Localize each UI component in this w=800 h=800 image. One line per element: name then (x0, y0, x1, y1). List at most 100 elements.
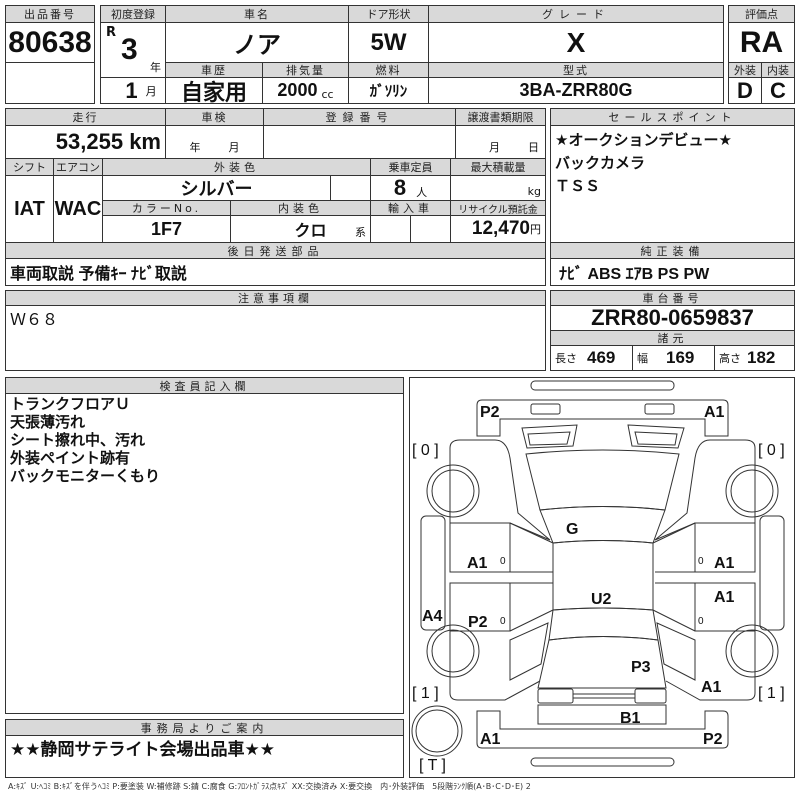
sales-point: バックカメラ (555, 154, 646, 172)
reg-no-label: 登録番号 (263, 108, 456, 126)
lot-label: 出品番号 (5, 5, 95, 23)
trunk (537, 636, 667, 689)
ext-score: D (728, 77, 762, 104)
history-label: 車歴 (165, 62, 263, 78)
notes-label: 注意事項欄 (5, 290, 546, 306)
hood (525, 449, 680, 511)
int-color-unit: 系 (355, 226, 366, 239)
sales-points-label: セールスポイント (550, 108, 795, 126)
door-mark: 0 (500, 556, 506, 567)
damage-right-front-door: A1 (714, 555, 735, 572)
era: R (106, 25, 117, 40)
max-load-label: 最大積載量 (450, 158, 546, 176)
front-bar (530, 380, 675, 391)
legend: A:ｷｽﾞ U:ﾍｺﾐ B:ｷｽﾞを伴うﾍｺﾐ P:要塗装 W:補修跡 S:錆 … (8, 782, 531, 791)
left-headlight (521, 424, 578, 449)
import-blank-2 (410, 215, 451, 243)
recycle-fee: 12,470 (471, 218, 530, 239)
mileage-label: 走行 (5, 108, 166, 126)
max-load-unit: kg (450, 175, 546, 201)
damage-rear-panel: B1 (620, 710, 641, 727)
office-message: ★★静岡サテライト会場出品車★★ (5, 735, 404, 778)
width-label: 幅 (637, 352, 648, 365)
length: 469 (587, 348, 616, 367)
office-label: 事務局よりご案内 (5, 719, 404, 736)
chassis-number: ZRR80-0659837 (550, 305, 795, 331)
reg-no-value (263, 125, 456, 159)
rear-panel (537, 704, 667, 725)
grade-label: グレード (428, 5, 724, 23)
transfer-value: 月日 (455, 125, 546, 159)
ac: WAC (53, 175, 103, 243)
sales-points: ★オークションデビュー★ バックカメラ ＴＳＳ (550, 125, 795, 243)
score-label: 評価点 (728, 5, 795, 23)
inspector-label: 検査員記入欄 (5, 377, 404, 394)
width-cell: 幅 169 (632, 345, 715, 371)
right-front-fender (654, 439, 756, 541)
damage-right-rear-door: A1 (714, 589, 735, 606)
damage-trunk: P3 (631, 659, 651, 676)
door-type: 5W (348, 22, 429, 63)
grade: X (428, 22, 724, 63)
capacity: 8 (393, 175, 407, 200)
door-label: ドア形状 (348, 5, 429, 23)
windshield (539, 506, 666, 544)
chassis-label: 車台番号 (550, 290, 795, 306)
right-sill (759, 515, 785, 631)
ext-color-blank (330, 175, 371, 201)
displacement: 2000 (277, 80, 318, 100)
front-bumper (476, 399, 729, 437)
equipment-label: 純正装備 (550, 242, 795, 259)
capacity-unit: 人 (416, 186, 428, 199)
right-headlight (627, 424, 685, 449)
tire-rear-left: [ 1 ] (412, 685, 439, 702)
displacement-label: 排気量 (262, 62, 349, 78)
reg-month: 1 (125, 77, 138, 103)
notes: Ｗ６８ (5, 305, 546, 371)
inspection-year-unit: 年 (189, 141, 201, 154)
int-score-label: 内装 (761, 62, 795, 78)
inspector-note: トランクフロアＵ (10, 395, 131, 413)
sales-point: ＴＳＳ (555, 177, 601, 195)
spare-tire: [ T ] (419, 757, 446, 774)
rear-bumper (476, 710, 729, 749)
capacity-label: 乗車定員 (370, 158, 451, 176)
damage-left-rear-door: P2 (468, 614, 488, 631)
transfer-label: 譲渡書類期限 (455, 108, 546, 126)
import-label: 輸入車 (370, 200, 451, 216)
inspector-note: バックモニターくもり (10, 467, 161, 485)
month-unit: 月 (145, 84, 157, 98)
damage-rear-bumper-right: P2 (703, 731, 723, 748)
damage-diagram: P2 A1 [ 0 ] [ 0 ] G A1 0 0 A1 A1 U2 A4 P… (409, 377, 795, 778)
first-reg-year-cell: R 3 年 (100, 22, 166, 78)
sales-point: ★オークションデビュー★ (555, 131, 732, 149)
year-unit: 年 (150, 61, 161, 74)
color-no-label: カラーNo. (102, 200, 231, 216)
inspection-month-unit: 月 (228, 141, 240, 154)
length-label: 長さ (555, 352, 577, 365)
equipment: ﾅﾋﾞ ABS ｴｱB PS PW (550, 258, 795, 286)
lot-number: 80638 (5, 22, 95, 63)
later-parts: 車両取説 予備ｷｰ ﾅﾋﾞ取説 (5, 258, 546, 286)
width: 169 (666, 348, 695, 367)
car-name-label: 車名 (165, 5, 349, 23)
tire-front-left: [ 0 ] (412, 442, 439, 459)
ac-label: エアコン (53, 158, 103, 176)
lot-blank (5, 62, 95, 104)
model-label: 型式 (428, 62, 724, 78)
damage-front-bumper-right: A1 (704, 404, 725, 421)
yen-unit: 円 (530, 223, 541, 236)
ext-color-label: 外装色 (102, 158, 371, 176)
history: 自家用 (165, 77, 263, 104)
rear-window (548, 607, 659, 641)
inspector-notes: トランクフロアＵ 天張薄汚れ シート擦れ中、汚れ 外装ペイント跡有 バックモニタ… (5, 393, 404, 714)
left-sill (420, 515, 446, 631)
int-color-cell: クロ系 (230, 215, 371, 243)
score: RA (728, 22, 795, 63)
transfer-day-unit: 日 (528, 141, 539, 154)
model-code: 3BA-ZRR80G (428, 77, 724, 104)
inspection-label: 車検 (165, 108, 264, 126)
